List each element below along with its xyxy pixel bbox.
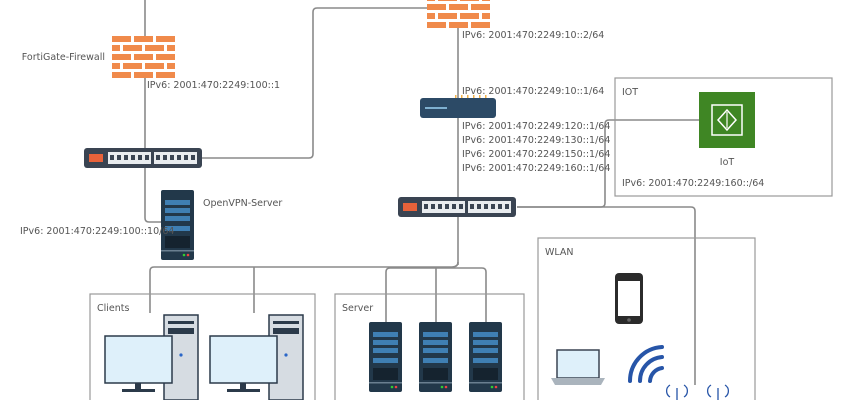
switch-core-icon[interactable]: [398, 197, 516, 217]
wlan-group-title: WLAN: [545, 247, 574, 258]
openvpn-label: OpenVPN-Server: [203, 198, 282, 209]
access-point-icon[interactable]: [666, 384, 688, 400]
edge-firewall-ipv6: IPv6: 2001:470:2249:10::2/64: [462, 30, 604, 41]
client-pc-icon[interactable]: [209, 314, 304, 400]
server-icon[interactable]: [369, 322, 402, 392]
router-ipv6-150: IPv6: 2001:470:2249:150::1/64: [462, 149, 610, 160]
router-ipv6-160: IPv6: 2001:470:2249:160::1/64: [462, 163, 610, 174]
iot-group-box: [614, 77, 833, 197]
iot-device-label: IoT: [720, 157, 735, 168]
client-pc-icon[interactable]: [104, 314, 199, 400]
router-ipv6-130: IPv6: 2001:470:2249:130::1/64: [462, 135, 610, 146]
openvpn-ipv6: IPv6: 2001:470:2249:100::10/64: [20, 226, 174, 237]
server-icon[interactable]: [419, 322, 452, 392]
server-icon[interactable]: [469, 322, 502, 392]
fortigate-ipv6: IPv6: 2001:470:2249:100::1: [147, 80, 280, 91]
iot-ipv6: IPv6: 2001:470:2249:160::/64: [622, 178, 764, 189]
router-ipv6-120: IPv6: 2001:470:2249:120::1/64: [462, 121, 610, 132]
switch-dmz-icon[interactable]: [84, 148, 202, 168]
wifi-signal-icon: [627, 345, 664, 383]
server-group-title: Server: [342, 303, 373, 314]
clients-group-title: Clients: [97, 303, 130, 314]
iot-group-title: IOT: [622, 87, 638, 98]
access-point-icon[interactable]: [707, 384, 729, 400]
clients-group-box: [89, 293, 316, 400]
edge-firewall-icon[interactable]: [427, 0, 490, 28]
connection-lines: [144, 0, 699, 385]
laptop-icon[interactable]: [551, 349, 605, 385]
iot-chip-icon[interactable]: [699, 92, 755, 148]
server-group-box: [334, 293, 525, 400]
smartphone-icon[interactable]: [615, 273, 643, 324]
fortigate-label: FortiGate-Firewall: [22, 52, 105, 63]
fortigate-firewall-icon[interactable]: [112, 36, 175, 78]
router-icon[interactable]: [420, 95, 496, 118]
router-uplink-ipv6: IPv6: 2001:470:2249:10::1/64: [462, 86, 604, 97]
openvpn-server-icon[interactable]: [161, 190, 194, 260]
wlan-group-box: [537, 237, 756, 400]
